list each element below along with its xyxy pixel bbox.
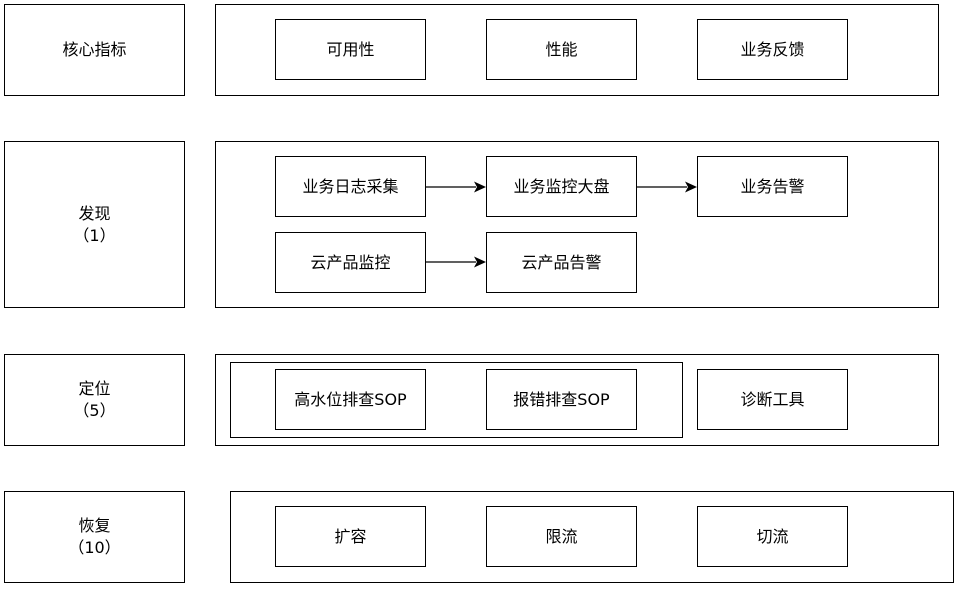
metric-performance-label: 性能	[545, 39, 578, 59]
node-high-watermark-sop-label: 高水位排查SOP	[294, 389, 407, 409]
node-cloud-alert: 云产品告警	[486, 232, 637, 293]
node-monitor-dashboard: 业务监控大盘	[486, 156, 637, 217]
recovery-container	[230, 491, 954, 583]
node-log-collection-label: 业务日志采集	[302, 176, 399, 196]
node-business-alert: 业务告警	[697, 156, 848, 217]
node-diagnostic-tools-label: 诊断工具	[740, 389, 805, 409]
node-error-sop-label: 报错排查SOP	[513, 389, 610, 409]
localization-container	[215, 354, 939, 446]
node-traffic-switch-label: 切流	[756, 526, 789, 546]
node-rate-limit-label: 限流	[545, 526, 578, 546]
stage-localization-label: 定位	[78, 379, 111, 399]
stage-core-metrics: 核心指标	[4, 4, 185, 96]
node-cloud-monitor: 云产品监控	[275, 232, 426, 293]
metric-performance: 性能	[486, 19, 637, 80]
stage-discovery-label: 发现	[78, 203, 111, 223]
stage-discovery-count: （1）	[73, 225, 116, 245]
node-scale-out-label: 扩容	[334, 526, 367, 546]
stage-core-metrics-label: 核心指标	[62, 40, 127, 60]
node-traffic-switch: 切流	[697, 506, 848, 567]
stage-localization: 定位 （5）	[4, 354, 185, 446]
stage-recovery-label: 恢复	[78, 516, 111, 536]
stage-recovery: 恢复 （10）	[4, 491, 185, 583]
metric-business-feedback-label: 业务反馈	[740, 39, 805, 59]
discovery-container	[215, 141, 939, 308]
node-cloud-alert-label: 云产品告警	[521, 252, 602, 272]
node-monitor-dashboard-label: 业务监控大盘	[513, 176, 610, 196]
stage-localization-count: （5）	[73, 401, 116, 420]
node-diagnostic-tools: 诊断工具	[697, 369, 848, 430]
node-high-watermark-sop: 高水位排查SOP	[275, 369, 426, 430]
metric-business-feedback: 业务反馈	[697, 19, 848, 80]
node-error-sop: 报错排查SOP	[486, 369, 637, 430]
metric-availability-label: 可用性	[326, 39, 375, 59]
stage-discovery: 发现 （1）	[4, 141, 185, 308]
stage-recovery-count: （10）	[68, 538, 121, 557]
node-rate-limit: 限流	[486, 506, 637, 567]
core-metrics-container	[215, 4, 939, 96]
sop-group	[230, 362, 683, 438]
node-scale-out: 扩容	[275, 506, 426, 567]
node-cloud-monitor-label: 云产品监控	[310, 252, 391, 272]
node-log-collection: 业务日志采集	[275, 156, 426, 217]
node-business-alert-label: 业务告警	[740, 176, 805, 196]
metric-availability: 可用性	[275, 19, 426, 80]
